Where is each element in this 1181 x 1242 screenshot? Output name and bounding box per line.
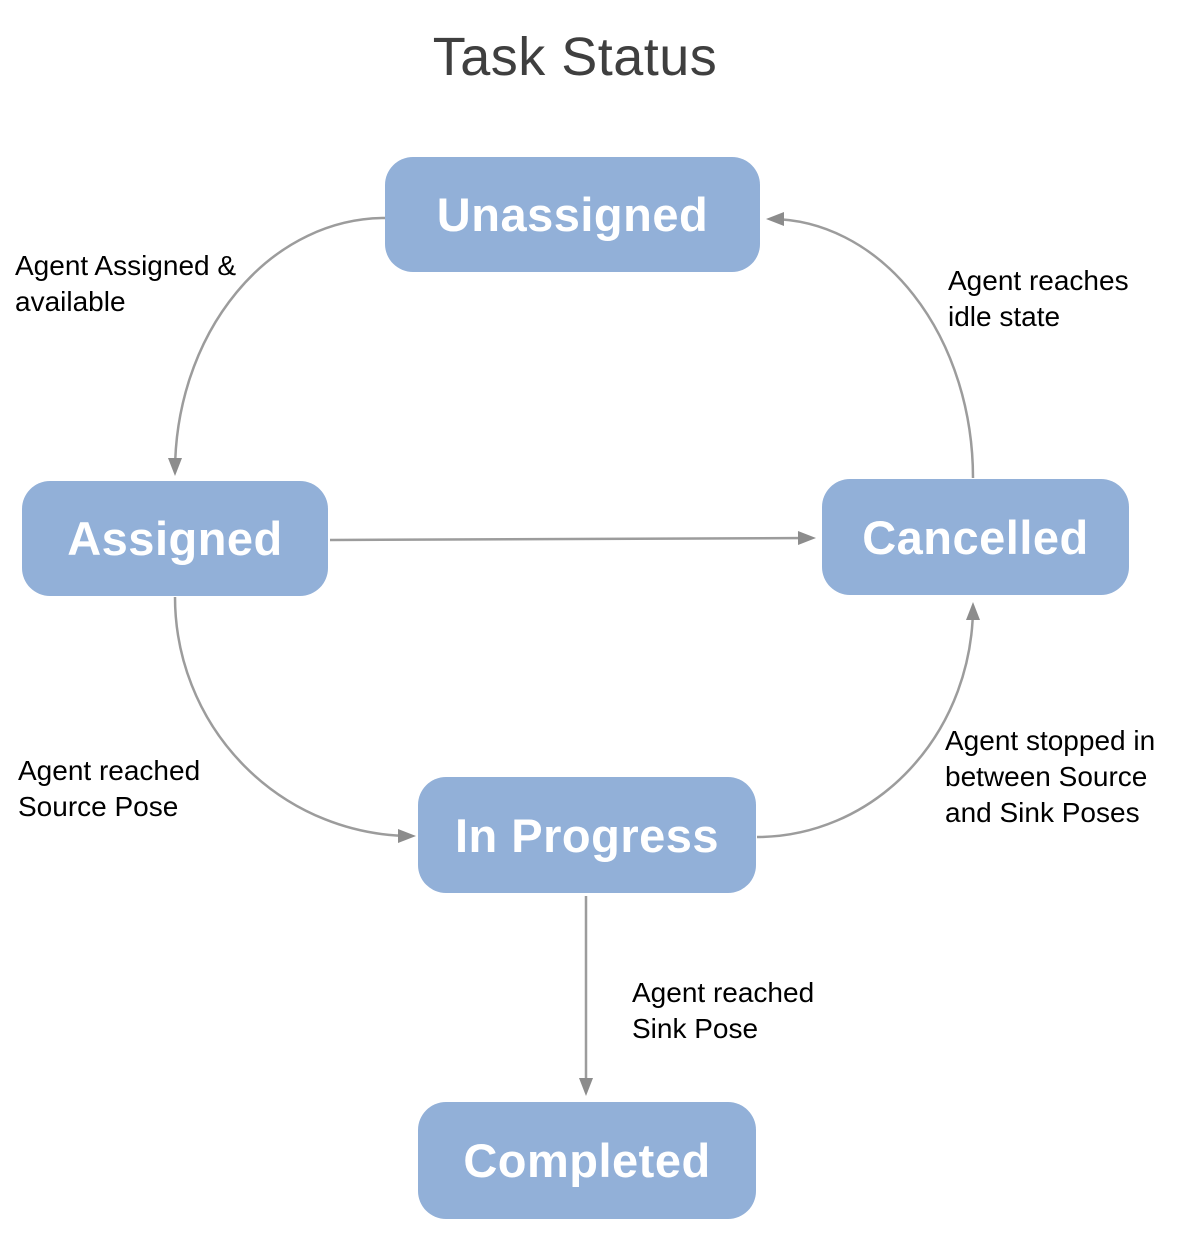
- node-assigned: Assigned: [22, 481, 328, 596]
- edge-label-agent-reached-source-pose: Agent reached Source Pose: [18, 755, 201, 822]
- node-in-progress-label: In Progress: [454, 808, 720, 862]
- edge-unassigned-to-assigned: [168, 216, 386, 476]
- node-cancelled-label: Cancelled: [862, 510, 1089, 564]
- node-cancelled: Cancelled: [822, 479, 1129, 595]
- node-completed-label: Completed: [463, 1134, 711, 1187]
- node-unassigned-label: Unassigned: [436, 188, 709, 241]
- node-in-progress: In Progress: [418, 777, 756, 893]
- node-unassigned: Unassigned: [385, 157, 760, 272]
- edge-label-agent-stopped-between-poses: Agent stopped in between Source and Sink…: [945, 725, 1156, 828]
- edge-cancelled-to-unassigned: [766, 212, 975, 479]
- edge-label-agent-reached-sink-pose: Agent reached Sink Pose: [632, 977, 815, 1044]
- edge-in-progress-to-cancelled: [756, 602, 980, 839]
- node-completed: Completed: [418, 1102, 756, 1219]
- edge-assigned-to-in-progress: [173, 596, 416, 843]
- page-title: Task Status: [432, 27, 718, 87]
- node-assigned-label: Assigned: [67, 512, 283, 565]
- edge-label-agent-reaches-idle-state: Agent reaches idle state: [948, 265, 1129, 332]
- edge-assigned-to-cancelled: [329, 531, 816, 546]
- edge-label-agent-assigned-available: Agent Assigned & available: [15, 250, 237, 317]
